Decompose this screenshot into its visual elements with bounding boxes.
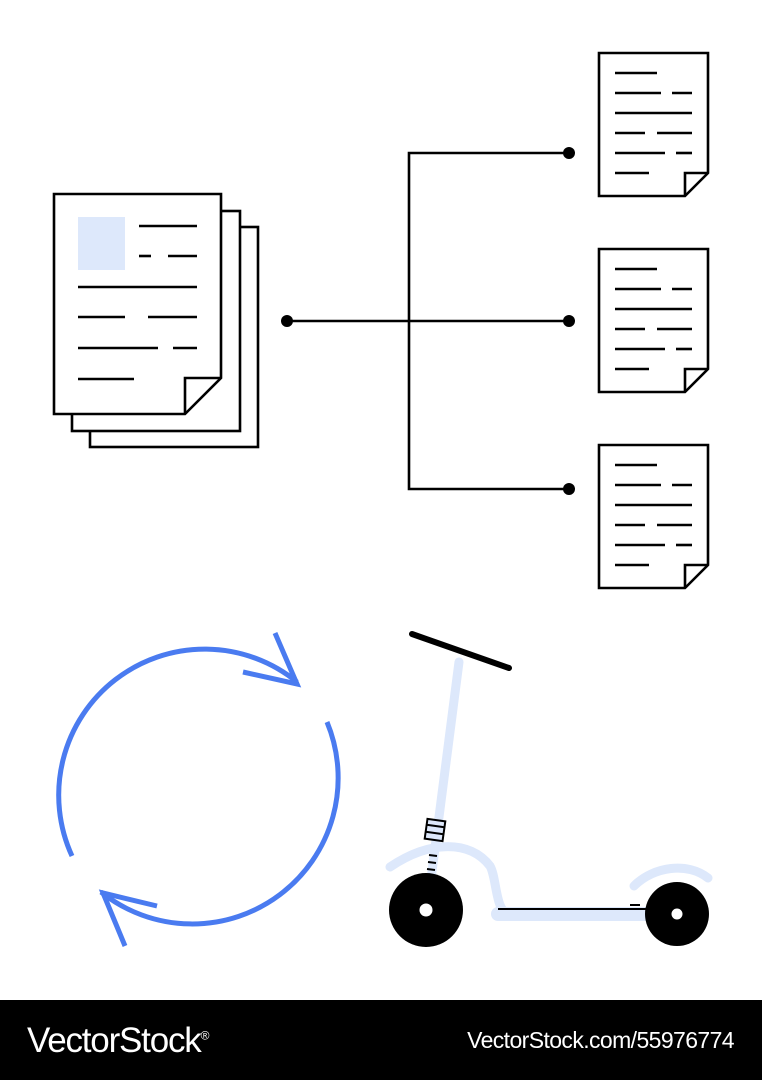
document-stack-icon <box>52 192 260 449</box>
document-icon <box>597 51 710 198</box>
footer-bar: VectorStock® VectorStock.com/55976774 <box>0 1000 762 1080</box>
recycle-arc-small <box>99 721 341 927</box>
scooter-wheel-front-hub <box>416 900 436 920</box>
image-placeholder <box>78 217 125 270</box>
brand-logo: VectorStock® <box>27 1023 209 1058</box>
connector-dot-source <box>281 315 293 327</box>
connector-dot-middle <box>563 315 575 327</box>
recycle-arrowhead-bottom <box>98 889 158 947</box>
connector-branch-top <box>407 151 569 491</box>
scooter-fender-rear <box>629 863 713 891</box>
registered-mark: ® <box>200 1027 210 1042</box>
connector-dot-bottom <box>563 483 575 495</box>
document-icon <box>597 247 710 394</box>
stack-text-lines <box>78 224 197 381</box>
split-connector-icon <box>281 147 575 495</box>
scooter-handlebar <box>409 631 512 671</box>
scooter-fender-front <box>385 842 514 919</box>
kick-scooter-icon <box>385 631 713 947</box>
illustration-canvas <box>52 51 713 947</box>
connector-dot-top <box>563 147 575 159</box>
scooter-steering-stem <box>422 657 464 915</box>
recycle-arc-large <box>56 646 299 858</box>
scooter-wheel-rear-hub <box>668 905 686 923</box>
brand-name: VectorStock <box>27 1020 202 1060</box>
image-reference: VectorStock.com/55976774 <box>467 1026 734 1053</box>
document-icon <box>597 443 710 590</box>
recycle-arrows-icon <box>56 632 341 947</box>
scooter-stem-clamp <box>423 817 447 871</box>
recycle-arrowhead-top <box>242 632 302 688</box>
stack-page-fold <box>183 376 221 414</box>
